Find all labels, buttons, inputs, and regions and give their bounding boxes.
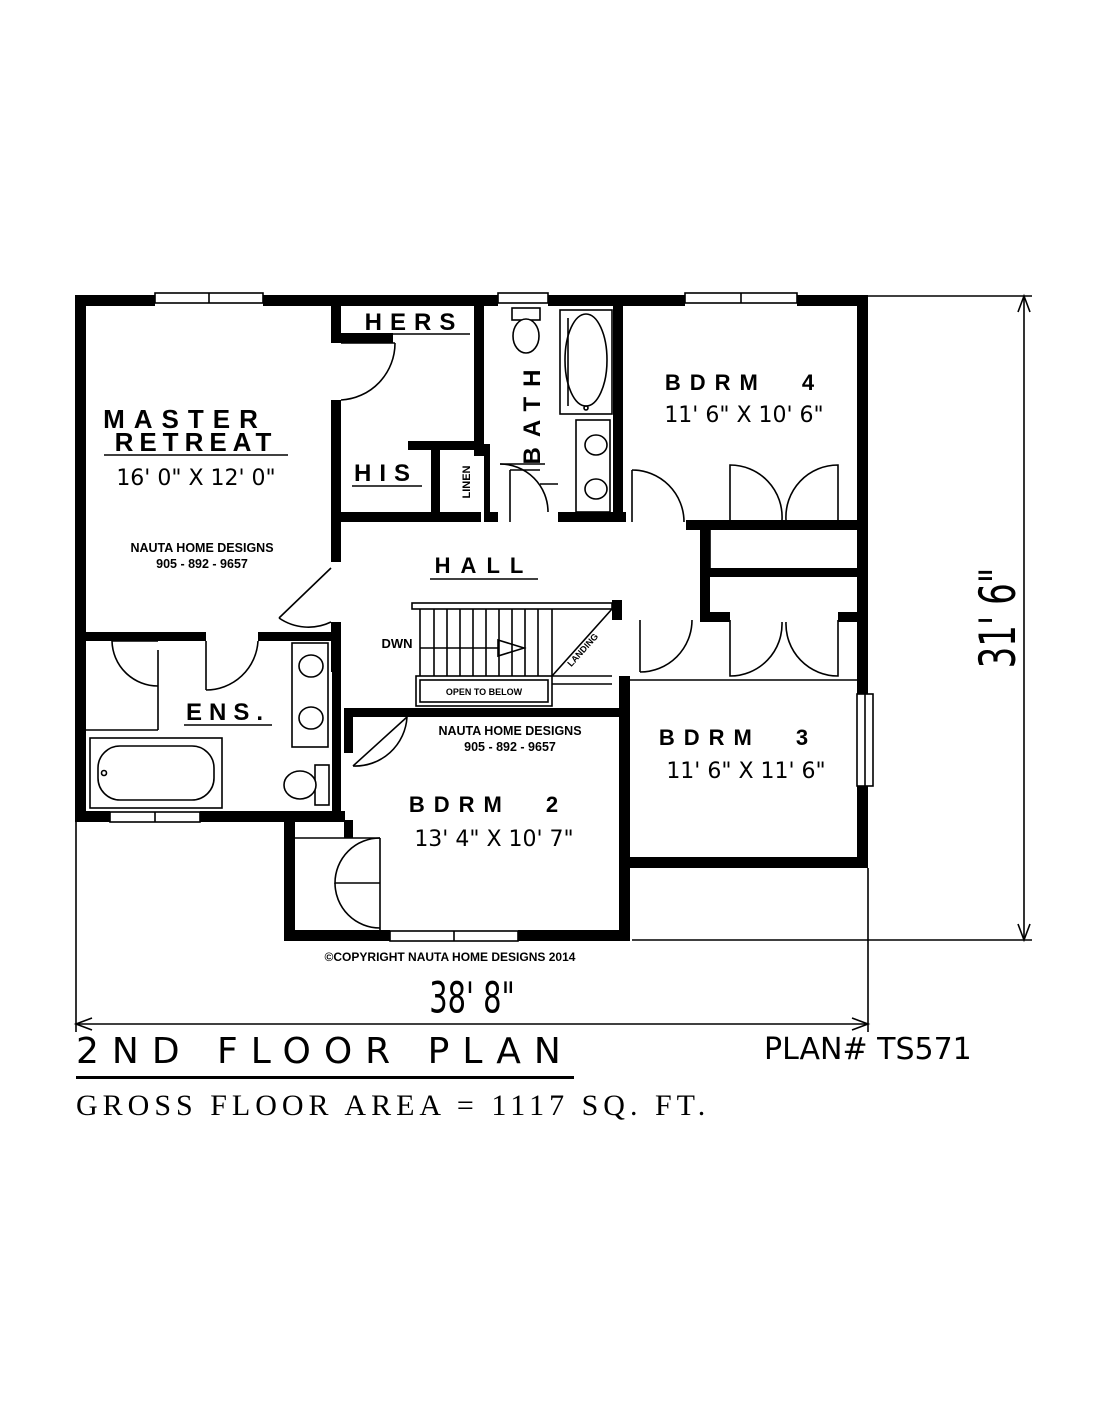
detail-lines bbox=[86, 483, 857, 930]
depth-dimension: 31' 6" bbox=[969, 568, 1027, 669]
room-labels: MASTER RETREAT 16' 0" X 12' 0" HERS HIS … bbox=[103, 309, 826, 852]
master-label-line1: MASTER bbox=[103, 404, 267, 434]
gross-floor-area: GROSS FLOOR AREA = 1117 SQ. FT. bbox=[76, 1089, 711, 1122]
linen-label: LINEN bbox=[461, 465, 473, 498]
hers-label: HERS bbox=[365, 309, 464, 336]
bdrm2-label: BDRM 2 bbox=[409, 792, 567, 817]
bdrm4-size: 11' 6" X 10' 6" bbox=[664, 403, 823, 428]
dwn-label: DWN bbox=[381, 636, 412, 651]
bath-label: BATH bbox=[519, 360, 546, 465]
dimension-lines: 38' 8" 31' 6" bbox=[73, 293, 1032, 1032]
bdrm2-size: 13' 4" X 10' 7" bbox=[414, 827, 573, 852]
watermarks: NAUTA HOME DESIGNS 905 - 892 - 9657 NAUT… bbox=[130, 541, 581, 964]
landing-label: LANDING bbox=[565, 631, 600, 668]
ens-label: ENS. bbox=[186, 699, 270, 726]
bdrm3-size: 11' 6" X 11' 6" bbox=[666, 759, 825, 784]
fixtures bbox=[89, 307, 613, 809]
width-dimension: 38' 8" bbox=[429, 973, 515, 1023]
walls bbox=[75, 295, 868, 941]
his-label: HIS bbox=[354, 460, 418, 487]
plan-number: PLAN# TS571 bbox=[764, 1032, 972, 1067]
copyright-note: ©COPYRIGHT NAUTA HOME DESIGNS 2014 bbox=[325, 950, 576, 964]
watermark-phone-2: 905 - 892 - 9657 bbox=[464, 740, 556, 754]
floor-plan-title: 2ND FLOOR PLAN bbox=[76, 1028, 574, 1079]
master-size: 16' 0" X 12' 0" bbox=[116, 466, 275, 491]
bdrm4-label: BDRM 4 bbox=[665, 370, 823, 395]
watermark-company-2: NAUTA HOME DESIGNS bbox=[438, 724, 581, 738]
hall-label: HALL bbox=[435, 553, 534, 578]
open-to-below-label: OPEN TO BELOW bbox=[446, 687, 523, 697]
bdrm3-label: BDRM 3 bbox=[659, 725, 817, 750]
doors[interactable] bbox=[111, 342, 839, 929]
master-label-line2: RETREAT bbox=[115, 427, 278, 457]
watermark-phone-1: 905 - 892 - 9657 bbox=[156, 557, 248, 571]
watermark-company-1: NAUTA HOME DESIGNS bbox=[130, 541, 273, 555]
